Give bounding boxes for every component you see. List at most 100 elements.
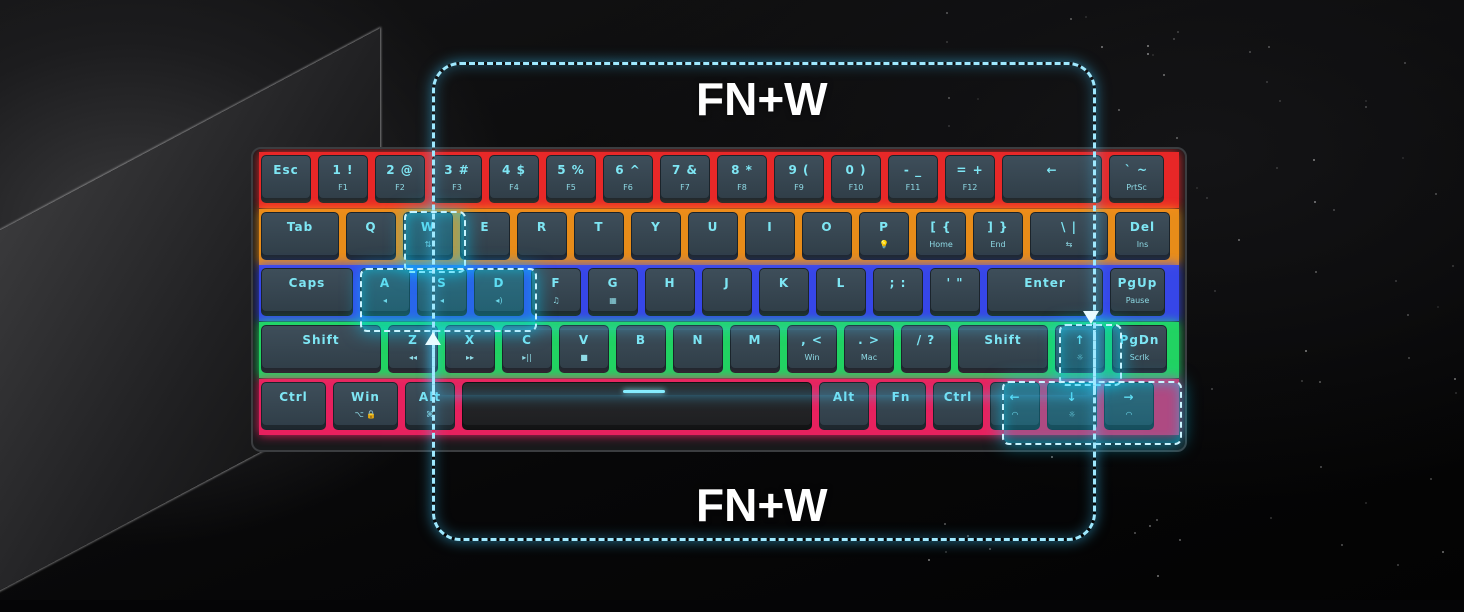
key-symbol: ←	[1002, 155, 1102, 203]
key-h: H	[645, 268, 695, 316]
key-n: N	[673, 325, 723, 373]
key-e: E	[460, 212, 510, 260]
star-dot	[1269, 517, 1272, 520]
key-main-legend: X	[464, 333, 476, 347]
star-dot	[1279, 100, 1282, 103]
key-i: I	[745, 212, 795, 260]
star-dot	[1146, 44, 1149, 47]
key-main-legend: \ |	[1061, 220, 1077, 234]
route-bottom-loop	[432, 330, 1096, 541]
key-sub-legend: Home	[929, 240, 953, 249]
key-sub-legend: F11	[905, 183, 921, 192]
key-p: P💡	[859, 212, 909, 260]
star-dot	[1434, 193, 1437, 196]
key-main-legend: S	[437, 276, 447, 290]
key-main-legend: H	[664, 276, 676, 290]
star-dot	[1407, 314, 1410, 317]
key-shift: Shift	[261, 325, 381, 373]
key-v: V■	[559, 325, 609, 373]
star-dot	[1133, 532, 1136, 534]
star-dot	[1155, 519, 1158, 522]
key-main-legend: D	[493, 276, 505, 290]
key-main-legend: ' "	[946, 276, 964, 290]
key-q: Q	[346, 212, 396, 260]
key-k: K	[759, 268, 809, 316]
key-sub-legend: ◂	[382, 296, 387, 305]
star-dot	[1265, 80, 1268, 83]
key-main-legend: Shift	[984, 333, 1022, 347]
key-main-legend: Ctrl	[943, 390, 973, 404]
key-l: L	[816, 268, 866, 316]
shortcut-label-top: FN+W	[696, 73, 828, 125]
star-dot	[1315, 271, 1318, 274]
star-dot	[1249, 51, 1252, 54]
key-main-legend: Shift	[302, 333, 340, 347]
star-dot	[989, 547, 992, 550]
key-main-legend: PgUp	[1117, 276, 1158, 290]
key-main-legend: Alt	[832, 390, 856, 404]
key-main-legend: 3 #	[444, 163, 470, 177]
space-indicator	[623, 390, 665, 393]
star-dot	[1301, 380, 1304, 383]
key-main-legend: Z	[408, 333, 418, 347]
key-sub-legend: F8	[737, 183, 747, 192]
key-sub-legend: ▸▸	[465, 353, 475, 362]
key-main-legend: ` ~	[1124, 163, 1149, 177]
key-main-legend: ←	[1046, 163, 1058, 177]
key-symbol: ] }End	[973, 212, 1023, 260]
key-space	[462, 382, 812, 430]
star-dot	[1276, 167, 1279, 170]
key-symbol: , <Win	[787, 325, 837, 373]
key-main-legend: , <	[801, 333, 823, 347]
key-f: F♫	[531, 268, 581, 316]
star-dot	[1213, 289, 1216, 292]
key-main-legend: [ {	[930, 220, 952, 234]
key-main-legend: = +	[956, 163, 984, 177]
key-main-legend: P	[879, 220, 889, 234]
key-sub-legend: F4	[509, 183, 519, 192]
key-symbol: ←◠	[990, 382, 1040, 430]
key-4: 4 $ F4	[489, 155, 539, 203]
key-main-legend: Y	[651, 220, 661, 234]
key-symbol: - _F11	[888, 155, 938, 203]
star-dot	[1101, 45, 1104, 48]
key-main-legend: 1 !	[332, 163, 354, 177]
key-main-legend: ←	[1009, 390, 1021, 404]
star-dot	[1070, 17, 1073, 20]
arrow-down-icon	[1083, 311, 1099, 324]
star-dot	[1156, 575, 1159, 578]
key-main-legend: 9 (	[788, 163, 810, 177]
star-dot	[1312, 158, 1315, 161]
key-d: D◂)	[474, 268, 524, 316]
star-dot	[1365, 100, 1368, 103]
key-sub-legend: ⌥ 🔒	[354, 410, 377, 419]
star-dot	[1401, 157, 1404, 160]
key-symbol: →◠	[1104, 382, 1154, 430]
key-sub-legend: ⇅	[424, 240, 432, 249]
key-main-legend: →	[1123, 390, 1135, 404]
arrow-up-icon	[425, 332, 441, 345]
star-dot	[928, 558, 931, 561]
key-main-legend: J	[724, 276, 730, 290]
key-main-legend: F	[551, 276, 561, 290]
key-main-legend: 4 $	[502, 163, 526, 177]
key-symbol: . >Mac	[844, 325, 894, 373]
key-tab: Tab	[261, 212, 339, 260]
key-8: 8 *F8	[717, 155, 767, 203]
star-dot	[967, 534, 970, 537]
key-9: 9 (F9	[774, 155, 824, 203]
key-m: M	[730, 325, 780, 373]
key-main-legend: G	[607, 276, 619, 290]
key-sub-legend: ♫	[552, 296, 560, 305]
key-main-legend: W	[420, 220, 436, 234]
key-ctrl: Ctrl	[933, 382, 983, 430]
key-sub-legend: ▸||	[522, 353, 532, 362]
key-main-legend: Enter	[1024, 276, 1066, 290]
key-sub-legend: F1	[338, 183, 348, 192]
star-dot	[1437, 306, 1440, 309]
key-sub-legend: Scrlk	[1129, 353, 1150, 362]
key-main-legend: A	[379, 276, 391, 290]
key-main-legend: B	[635, 333, 647, 347]
